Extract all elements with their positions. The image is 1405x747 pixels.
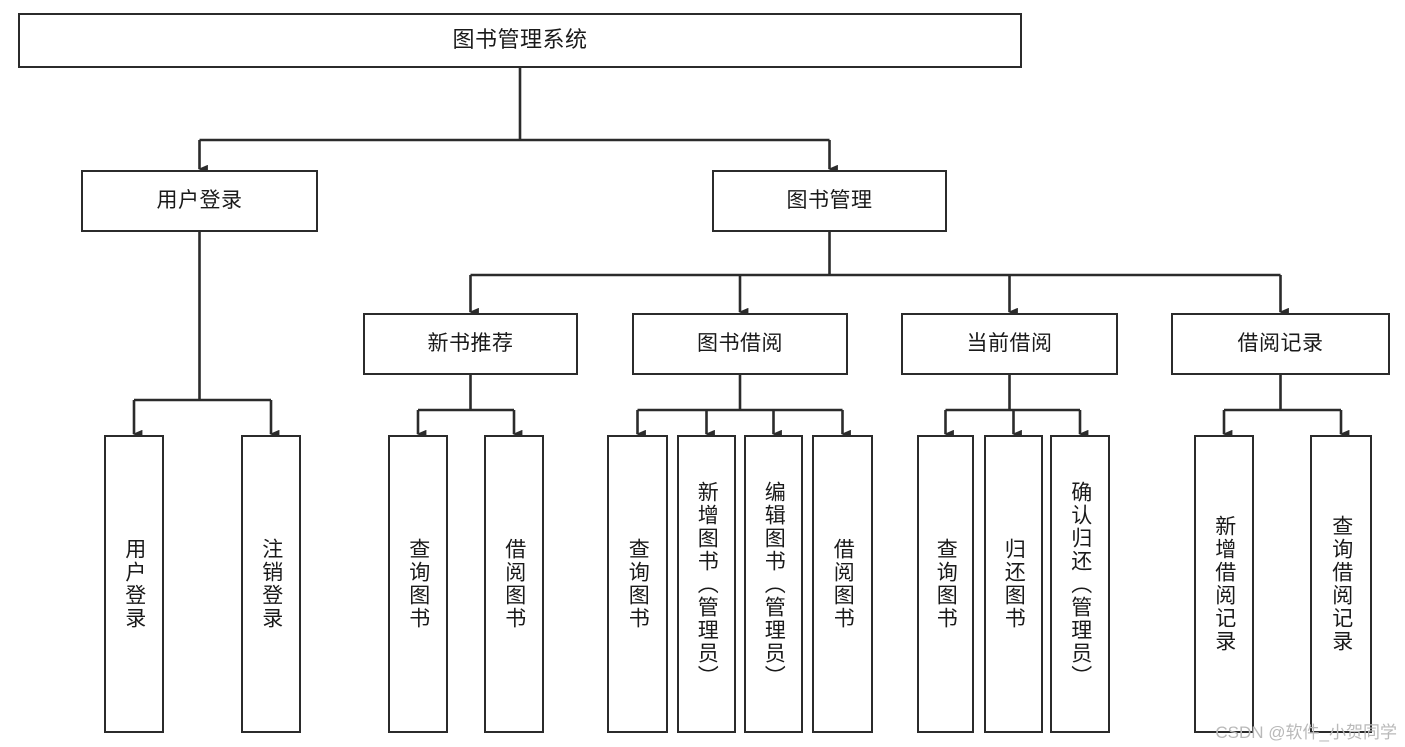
watermark-credit: CSDN @软件_小贺同学 (1215, 723, 1397, 742)
node-label-4: 图书管理 (786, 189, 873, 213)
node-box-5[interactable]: 新书推荐 (363, 313, 578, 375)
node-label-2: 用户登录 (122, 538, 146, 630)
node-label-1: 用户登录 (156, 189, 243, 213)
node-label-7: 借阅图书 (502, 538, 526, 630)
node-label-10: 新增图书（管理员） (695, 480, 719, 688)
node-box-12[interactable]: 借阅图书 (812, 435, 873, 733)
node-box-10[interactable]: 新增图书（管理员） (677, 435, 736, 733)
node-box-13[interactable]: 当前借阅 (901, 313, 1118, 375)
node-label-9: 查询图书 (626, 538, 650, 630)
node-label-12: 借阅图书 (831, 538, 855, 630)
node-box-14[interactable]: 查询图书 (917, 435, 974, 733)
node-box-19[interactable]: 查询借阅记录 (1310, 435, 1372, 733)
node-label-0: 图书管理系统 (452, 27, 588, 53)
node-box-8[interactable]: 图书借阅 (632, 313, 848, 375)
node-box-7[interactable]: 借阅图书 (484, 435, 544, 733)
node-box-2[interactable]: 用户登录 (104, 435, 164, 733)
node-box-16[interactable]: 确认归还（管理员） (1050, 435, 1110, 733)
node-box-17[interactable]: 借阅记录 (1171, 313, 1390, 375)
node-label-14: 查询图书 (934, 538, 958, 630)
node-box-0[interactable]: 图书管理系统 (18, 13, 1022, 68)
node-box-15[interactable]: 归还图书 (984, 435, 1043, 733)
node-label-16: 确认归还（管理员） (1068, 480, 1092, 688)
node-box-4[interactable]: 图书管理 (712, 170, 947, 232)
node-label-17: 借阅记录 (1237, 332, 1324, 356)
node-box-3[interactable]: 注销登录 (241, 435, 301, 733)
node-box-1[interactable]: 用户登录 (81, 170, 318, 232)
node-box-18[interactable]: 新增借阅记录 (1194, 435, 1254, 733)
node-box-9[interactable]: 查询图书 (607, 435, 668, 733)
node-label-19: 查询借阅记录 (1329, 515, 1353, 653)
node-label-8: 图书借阅 (697, 332, 783, 356)
node-box-11[interactable]: 编辑图书（管理员） (744, 435, 803, 733)
node-label-5: 新书推荐 (427, 332, 514, 356)
node-label-6: 查询图书 (406, 538, 430, 630)
node-label-13: 当前借阅 (966, 332, 1053, 356)
node-label-3: 注销登录 (259, 538, 283, 630)
node-label-18: 新增借阅记录 (1212, 515, 1236, 653)
node-box-6[interactable]: 查询图书 (388, 435, 448, 733)
node-label-15: 归还图书 (1002, 538, 1026, 630)
node-label-11: 编辑图书（管理员） (762, 480, 786, 688)
